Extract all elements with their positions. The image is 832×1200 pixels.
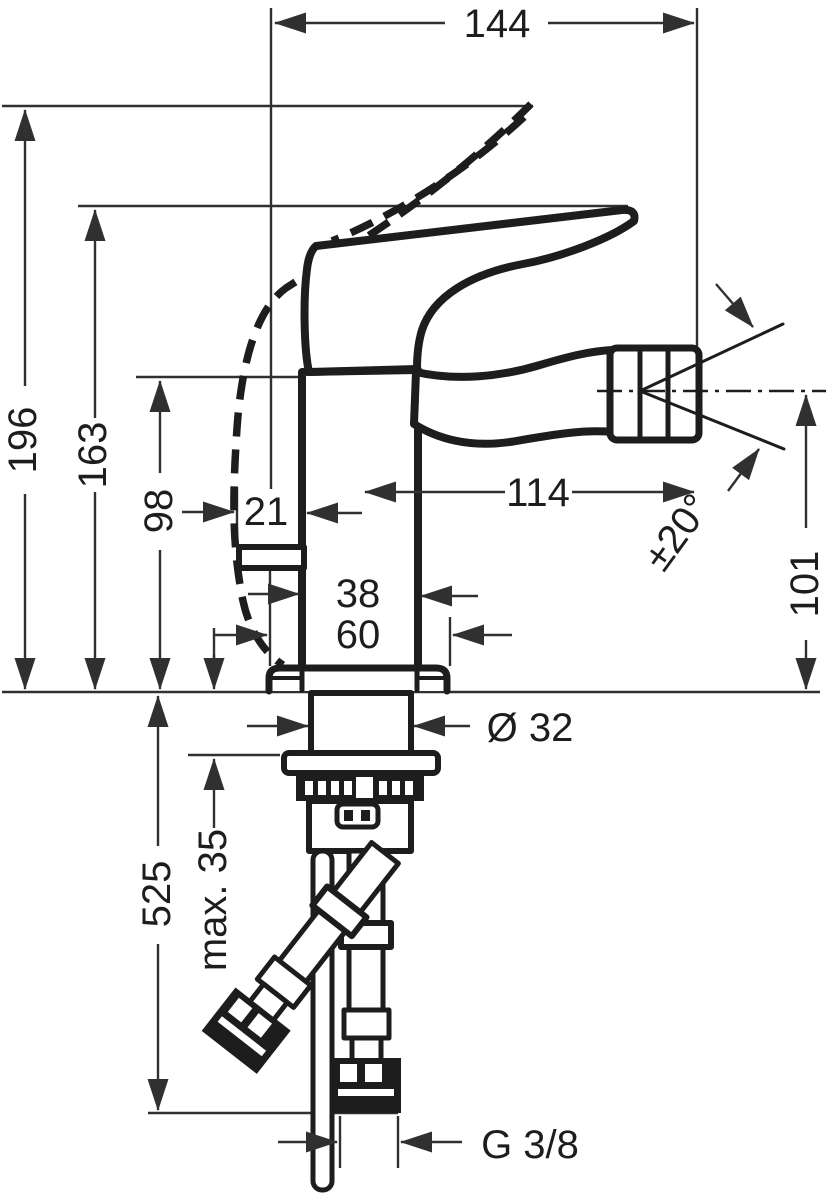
dim-handle-height-label: 163: [71, 422, 115, 489]
side-tab: [236, 544, 307, 571]
raised-handle-dashed-outline: [230, 101, 534, 669]
dim-total-height-label: 196: [1, 407, 45, 474]
dim-shank-diameter-label: Ø 32: [487, 706, 574, 750]
dim-hose-length-label: 525: [135, 861, 179, 928]
dim-base-width-label: 60: [336, 613, 381, 657]
dim-tab-projection-label: 21: [244, 490, 289, 534]
base-flange: [265, 664, 451, 695]
aerator: [606, 344, 703, 444]
dim-body-height-label: 98: [137, 489, 181, 534]
threaded-shank: [308, 690, 414, 757]
dim-outlet-height-label: 101: [783, 551, 827, 618]
swivel-indicator: [597, 283, 826, 492]
dimension-arrows: [14, 12, 817, 1153]
dim-swivel-angle-label: ±20°: [635, 486, 719, 579]
dim-overall-depth-label: 144: [464, 2, 531, 46]
spout: [410, 346, 616, 448]
under-deck-assembly: [201, 690, 441, 1193]
dim-body-width-label: 38: [336, 572, 381, 616]
dim-spout-reach-label: 114: [506, 471, 570, 515]
dimension-labels: 144 196 163 98 21 114 ±20° 101 38 60 Ø 3…: [1, 2, 827, 1167]
clamp-washer: [281, 750, 441, 776]
dim-max-deck-thickness-label: max. 35: [191, 829, 235, 971]
faucet-body: [236, 205, 703, 695]
angled-supply-hose: [201, 840, 401, 1074]
dim-hose-connection-label: G 3/8: [481, 1123, 579, 1167]
lever-handle: [300, 205, 639, 376]
